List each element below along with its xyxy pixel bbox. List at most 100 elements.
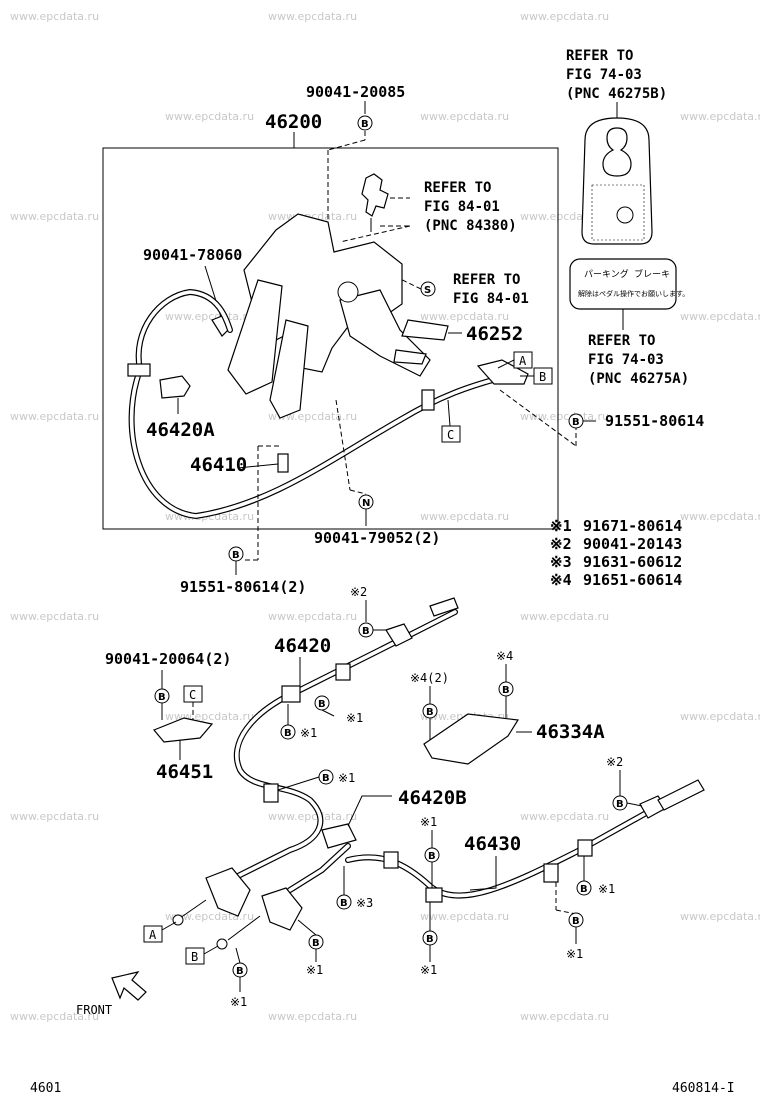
watermark: www.epcdata.ru xyxy=(10,610,99,623)
part-46451[interactable]: 46451 xyxy=(156,761,213,783)
watermark: www.epcdata.ru xyxy=(680,110,760,123)
bracket-84380 xyxy=(361,173,389,232)
code-b: B xyxy=(361,119,369,130)
box-a-label: A xyxy=(149,928,157,942)
ref-line: FIG 84-01 xyxy=(453,291,529,307)
code-b: B xyxy=(502,685,510,696)
ref-84-01-b[interactable]: REFER TO FIG 84-01 xyxy=(453,272,529,307)
part-46334a[interactable]: 46334A xyxy=(536,721,605,743)
part-90041-20085[interactable]: 90041-20085 xyxy=(306,83,405,101)
code-b: B xyxy=(426,934,434,945)
code-s: S xyxy=(424,285,431,296)
part-90041-78060[interactable]: 90041-78060 xyxy=(143,246,242,264)
ref-line: FIG 74-03 xyxy=(588,352,664,368)
code-b: B xyxy=(572,916,580,927)
bolt-b-marker xyxy=(357,115,373,131)
mark-1: ※1 xyxy=(420,963,437,977)
plate-46334a xyxy=(423,713,520,765)
mark-1: ※1 xyxy=(346,711,363,725)
footer-figure-id: 460814-I xyxy=(672,1081,735,1096)
ref-line: (PNC 46275A) xyxy=(588,371,689,387)
box-c-label: C xyxy=(189,688,196,702)
ref-line: REFER TO xyxy=(453,272,520,288)
cable-end-bracket xyxy=(476,359,529,385)
front-arrow-icon xyxy=(111,971,147,1001)
note-part[interactable]: 91651-60614 xyxy=(583,571,682,589)
part-90041-79052[interactable]: 90041-79052(2) xyxy=(314,529,440,547)
code-b: B xyxy=(322,773,330,784)
watermark: www.epcdata.ru xyxy=(520,1010,609,1023)
watermark: www.epcdata.ru xyxy=(165,110,254,123)
part-46410[interactable]: 46410 xyxy=(190,454,247,476)
watermark: www.epcdata.ru xyxy=(420,110,509,123)
note-mark: ※1 xyxy=(550,517,572,535)
code-b: B xyxy=(158,692,166,703)
part-46430[interactable]: 46430 xyxy=(464,833,521,855)
watermark: www.epcdata.ru xyxy=(10,1010,99,1023)
bracket-46420b xyxy=(321,823,357,849)
code-b: B xyxy=(232,550,240,561)
watermark: www.epcdata.ru xyxy=(520,810,609,823)
note-part[interactable]: 91631-60612 xyxy=(583,553,682,571)
watermark: www.epcdata.ru xyxy=(520,10,609,23)
part-46420b[interactable]: 46420B xyxy=(398,787,467,809)
code-b: B xyxy=(340,898,348,909)
notes-list: ※1 91671-80614 ※2 90041-20143 ※3 91631-6… xyxy=(550,517,682,589)
watermark: www.epcdata.ru xyxy=(680,310,760,323)
cable-end-46420 xyxy=(385,623,413,647)
watermark: www.epcdata.ru xyxy=(268,10,357,23)
code-b: B xyxy=(362,626,370,637)
mark-3: ※3 xyxy=(356,896,373,910)
box-a xyxy=(143,925,163,943)
note-mark: ※3 xyxy=(550,553,572,571)
part-46420a[interactable]: 46420A xyxy=(146,419,215,441)
mark-1: ※1 xyxy=(230,995,247,1009)
watermark: www.epcdata.ru xyxy=(680,510,760,523)
cable-end-46430 xyxy=(657,779,705,811)
label-jp-line2: 解除はペダル操作でお願いします。 xyxy=(578,289,689,298)
watermark: www.epcdata.ru xyxy=(10,810,99,823)
ref-74-03-b[interactable]: REFER TO FIG 74-03 (PNC 46275B) xyxy=(566,48,667,102)
box-c xyxy=(441,425,461,443)
mark-2: ※2 xyxy=(350,585,367,599)
watermark: www.epcdata.ru xyxy=(420,510,509,523)
mark-4x2: ※4(2) xyxy=(410,671,449,685)
warning-tag-46275b xyxy=(581,117,653,245)
ref-line: FIG 84-01 xyxy=(424,199,500,215)
ref-74-03-a[interactable]: REFER TO FIG 74-03 (PNC 46275A) xyxy=(588,333,689,387)
ref-line: REFER TO xyxy=(424,180,491,196)
watermark: www.epcdata.ru xyxy=(268,610,357,623)
note-mark: ※4 xyxy=(550,571,572,589)
watermark: www.epcdata.ru xyxy=(10,410,99,423)
code-b: B xyxy=(572,417,580,428)
note-part[interactable]: 90041-20143 xyxy=(583,535,682,553)
ref-84-01-a[interactable]: REFER TO FIG 84-01 (PNC 84380) xyxy=(424,180,517,234)
ref-line: REFER TO xyxy=(566,48,633,64)
code-b: B xyxy=(236,966,244,977)
watermark: www.epcdata.ru xyxy=(420,310,509,323)
code-b: B xyxy=(284,728,292,739)
mark-1: ※1 xyxy=(598,882,615,896)
code-b: B xyxy=(616,799,624,810)
code-b: B xyxy=(426,707,434,718)
note-part[interactable]: 91671-80614 xyxy=(583,517,682,535)
part-91551-80614-2[interactable]: 91551-80614(2) xyxy=(180,578,306,596)
code-b: B xyxy=(428,851,436,862)
part-91551-80614[interactable]: 91551-80614 xyxy=(605,412,704,430)
part-46252[interactable]: 46252 xyxy=(466,323,523,345)
mark-4: ※4 xyxy=(496,649,513,663)
watermark: www.epcdata.ru xyxy=(268,1010,357,1023)
part-90041-20064[interactable]: 90041-20064(2) xyxy=(105,650,231,668)
box-b-label: B xyxy=(191,950,198,964)
code-b: B xyxy=(580,884,588,895)
box-c-label: C xyxy=(447,428,454,442)
bracket-46451 xyxy=(153,717,214,743)
mark-1: ※1 xyxy=(338,771,355,785)
bracket-46420a xyxy=(159,375,191,399)
ref-line: (PNC 46275B) xyxy=(566,86,667,102)
box-a-label: A xyxy=(519,354,527,368)
part-46200[interactable]: 46200 xyxy=(265,111,322,133)
part-46420[interactable]: 46420 xyxy=(274,635,331,657)
watermark: www.epcdata.ru xyxy=(420,910,509,923)
